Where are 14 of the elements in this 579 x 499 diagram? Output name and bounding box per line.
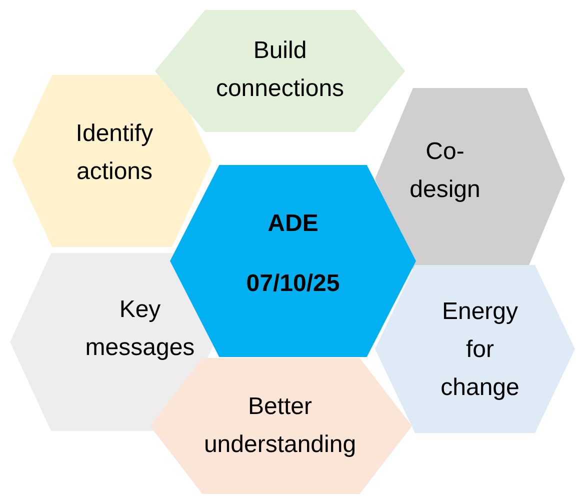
hexagon-label: Identify actions — [74, 119, 154, 187]
hexagon — [10, 253, 215, 431]
hexagon-label: Co-design — [408, 137, 482, 205]
hexagon-label: Energy for change — [440, 297, 520, 403]
hexagon — [155, 10, 405, 132]
hexagon — [150, 358, 412, 494]
hexagon — [12, 75, 212, 247]
hexagon-label: Key messages — [84, 295, 196, 363]
hexagon-label: ADE — [266, 209, 320, 239]
hexagon — [375, 265, 575, 433]
hexagon-label: Build connections — [215, 36, 345, 104]
hexagon — [375, 88, 565, 270]
hexagon-label: Better understanding — [202, 392, 358, 460]
hexagon-label: 07/10/25 — [245, 269, 341, 299]
